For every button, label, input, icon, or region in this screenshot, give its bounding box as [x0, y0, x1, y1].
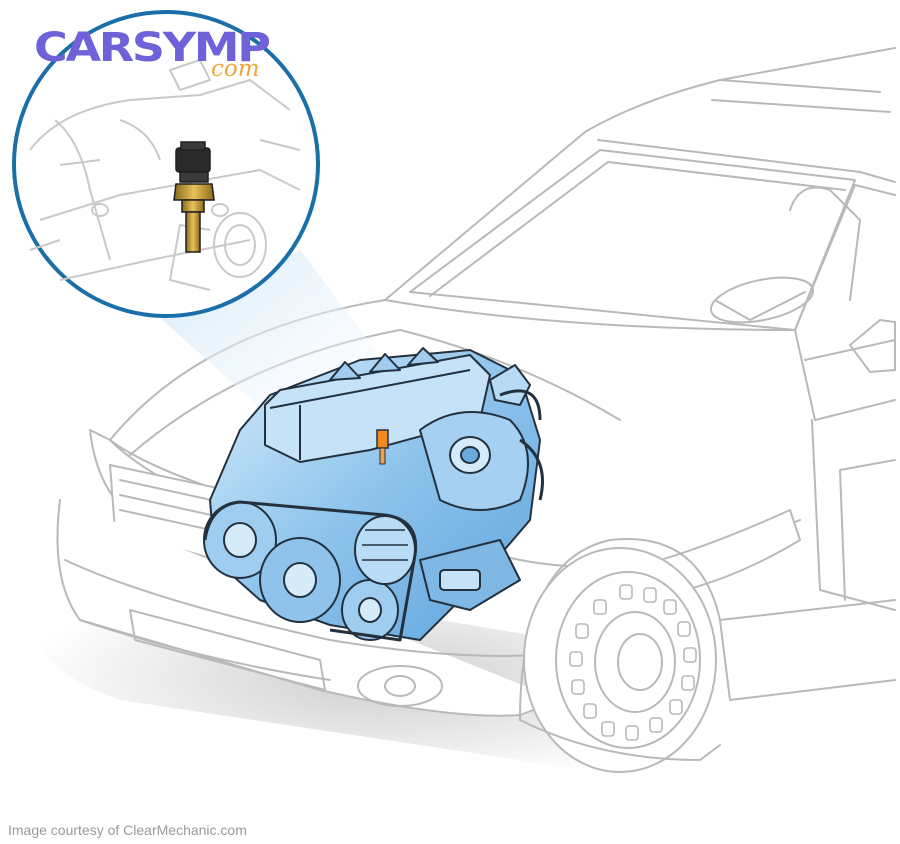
- logo-domain-suffix: com: [211, 56, 260, 82]
- image-credit: Image courtesy of ClearMechanic.com: [8, 822, 247, 838]
- logo-wordmark: CARSYMP: [34, 25, 271, 71]
- engine: [203, 347, 544, 642]
- coolant-temperature-sensor: [173, 141, 215, 253]
- magnifier-callout: [12, 10, 320, 318]
- carsymp-logo: CARSYMP com: [34, 28, 284, 88]
- sensor-location-marker: [376, 429, 389, 465]
- wheel-holes: [569, 584, 697, 741]
